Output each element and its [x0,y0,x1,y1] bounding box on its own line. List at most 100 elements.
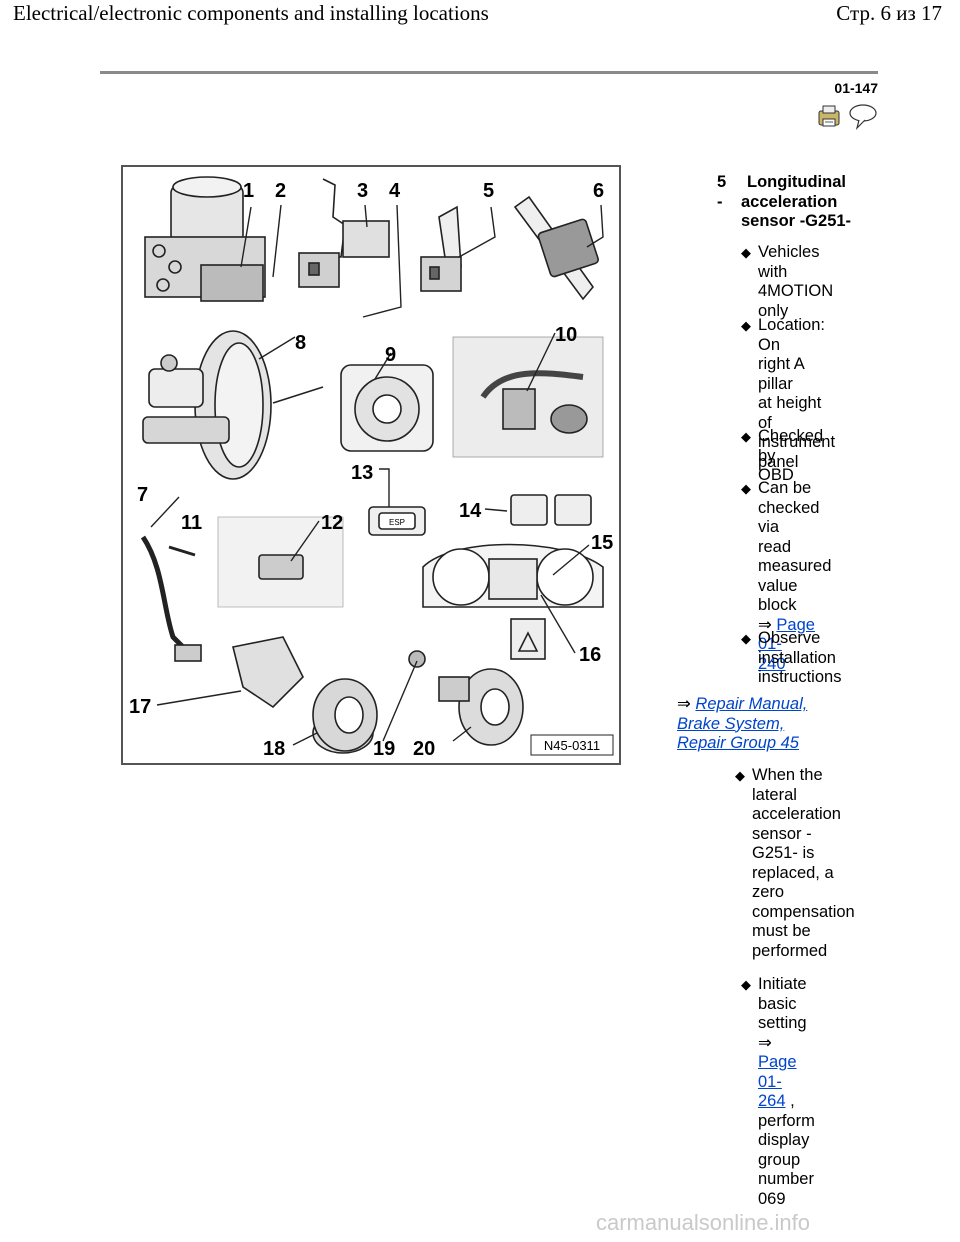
bullet-line: 4MOTION [758,282,834,300]
bullet-line: number 069 [758,1170,814,1208]
bullet-line: When the [752,766,823,784]
page-link-01-240[interactable]: 240 [758,654,786,673]
callout-12: 12 [321,512,343,534]
longitudinal-acceleration-sensor-5 [420,205,462,292]
watermark-footer: carmanualsonline.info [596,1210,811,1235]
item-number: 5 - [717,173,727,211]
diamond-bullet-icon: ◆ [741,429,751,444]
instrument-cluster [422,494,604,660]
header-rule [100,71,878,74]
repair-manual-link[interactable]: Repair Group 45 [677,734,799,752]
callout-14: 14 [459,500,482,522]
repair-manual-link[interactable]: Repair Manual, [695,695,808,713]
diagnostic-connector [217,516,344,608]
callout-16: 16 [579,644,601,666]
bullet-line: Can be [758,479,812,497]
bullet-line: lateral [752,785,797,804]
callout-18: 18 [263,738,285,760]
callout-6: 6 [593,180,604,202]
diamond-bullet-icon: ◆ [741,631,751,646]
sensor-bracket-3-4 [298,178,390,288]
callout-19: 19 [373,738,395,760]
bullet-line: only [758,301,789,320]
bullet-line: measured [758,557,832,575]
esp-button: ESP [368,506,426,536]
bullet-line: Location: On [758,316,825,354]
callout-8: 8 [295,332,306,354]
component-diagram: ESP [121,165,621,765]
diamond-bullet-icon: ◆ [741,318,751,333]
figure-callouts: 1 2 3 4 5 6 8 9 10 7 13 11 12 14 15 16 1… [129,180,613,760]
diamond-bullet-icon: ◆ [741,245,751,260]
bullet-line: OBD [758,466,794,484]
bullet-line: Initiate basic [758,975,807,1013]
document-title: Electrical/electronic components and ins… [13,1,489,25]
toolbar-icons [815,102,879,130]
bullet-line: checked via [758,498,820,537]
bullet-line: perform [758,1111,815,1130]
diamond-bullet-icon: ◆ [741,977,751,992]
callout-5: 5 [483,180,494,202]
figure-code-box: N45-0311 [530,734,614,756]
bullet-line: compensation [752,902,855,921]
bullet-line: replaced, a [752,863,834,882]
page-header: Electrical/electronic components and ins… [0,0,960,40]
callout-4: 4 [389,180,401,202]
callout-9: 9 [385,344,396,366]
bullet-line: panel [758,452,799,471]
wheel-hub-18 [312,678,378,752]
page-counter: Стр. 6 из 17 [836,1,942,25]
arrow-symbol: ⇒ [758,1033,772,1052]
callout-10: 10 [555,324,577,346]
repair-manual-reference: ⇒ Repair Manual, Brake System, Repair Gr… [677,695,807,754]
callout-17: 17 [129,696,151,718]
figure-code: N45-0311 [544,738,600,753]
callout-2: 2 [275,180,286,202]
bullet-line: right A pillar [758,355,804,393]
page-link-01-240[interactable]: Page 01- [758,615,815,654]
steering-clock-spring [340,364,434,452]
callout-1: 1 [243,180,254,202]
bullet-line: value block [758,576,798,615]
bullet-line: Vehicles with [758,243,820,281]
callout-20: 20 [413,738,435,760]
bullet-line: acceleration [752,805,841,823]
bullet-line: group [758,1150,801,1169]
item-title-line: sensor -G251- [741,212,852,230]
callout-3: 3 [357,180,368,202]
page-link-01-264[interactable]: Page 01- [758,1053,797,1091]
callout-11: 11 [181,512,202,534]
bullet-line: G251- is [752,844,815,862]
diamond-bullet-icon: ◆ [741,481,751,496]
wheel-hub-20 [408,650,524,746]
bullet-line: instrument [758,433,836,451]
arrow-symbol: ⇒ [758,615,772,634]
repair-manual-link[interactable]: Brake System, [677,714,785,733]
bullet-line: Checked by [758,427,824,465]
sensor-6 [513,195,599,301]
bullet-line: display [758,1131,810,1149]
bullet-line: Observe [758,629,821,647]
wheel-speed-sensor-area [452,336,604,458]
bullet-line: sensor - [752,824,812,843]
printer-icon[interactable] [818,105,840,127]
bullet-line: must be [752,922,811,940]
arrow-symbol: ⇒ [677,695,691,713]
bullet-line: instructions [758,668,842,686]
bullet-line: zero [752,883,785,901]
speech-bubble-icon[interactable] [849,104,877,130]
bullet-line: setting [758,1014,807,1032]
bullet-line: installation [758,648,836,667]
callout-7: 7 [137,484,148,506]
abs-hydraulic-unit [144,176,266,302]
brake-pedal [140,535,202,662]
callout-15: 15 [591,532,613,554]
callout-13: 13 [351,462,373,484]
bullet-line: read [758,537,792,556]
svg-text:ESP: ESP [389,518,405,527]
bullet-line: performed [752,941,828,960]
item-title-line: acceleration [741,192,838,211]
bullet-punctuation: , [790,1092,795,1110]
page-link-01-264[interactable]: 264 [758,1092,786,1110]
master-cylinder [142,354,230,444]
